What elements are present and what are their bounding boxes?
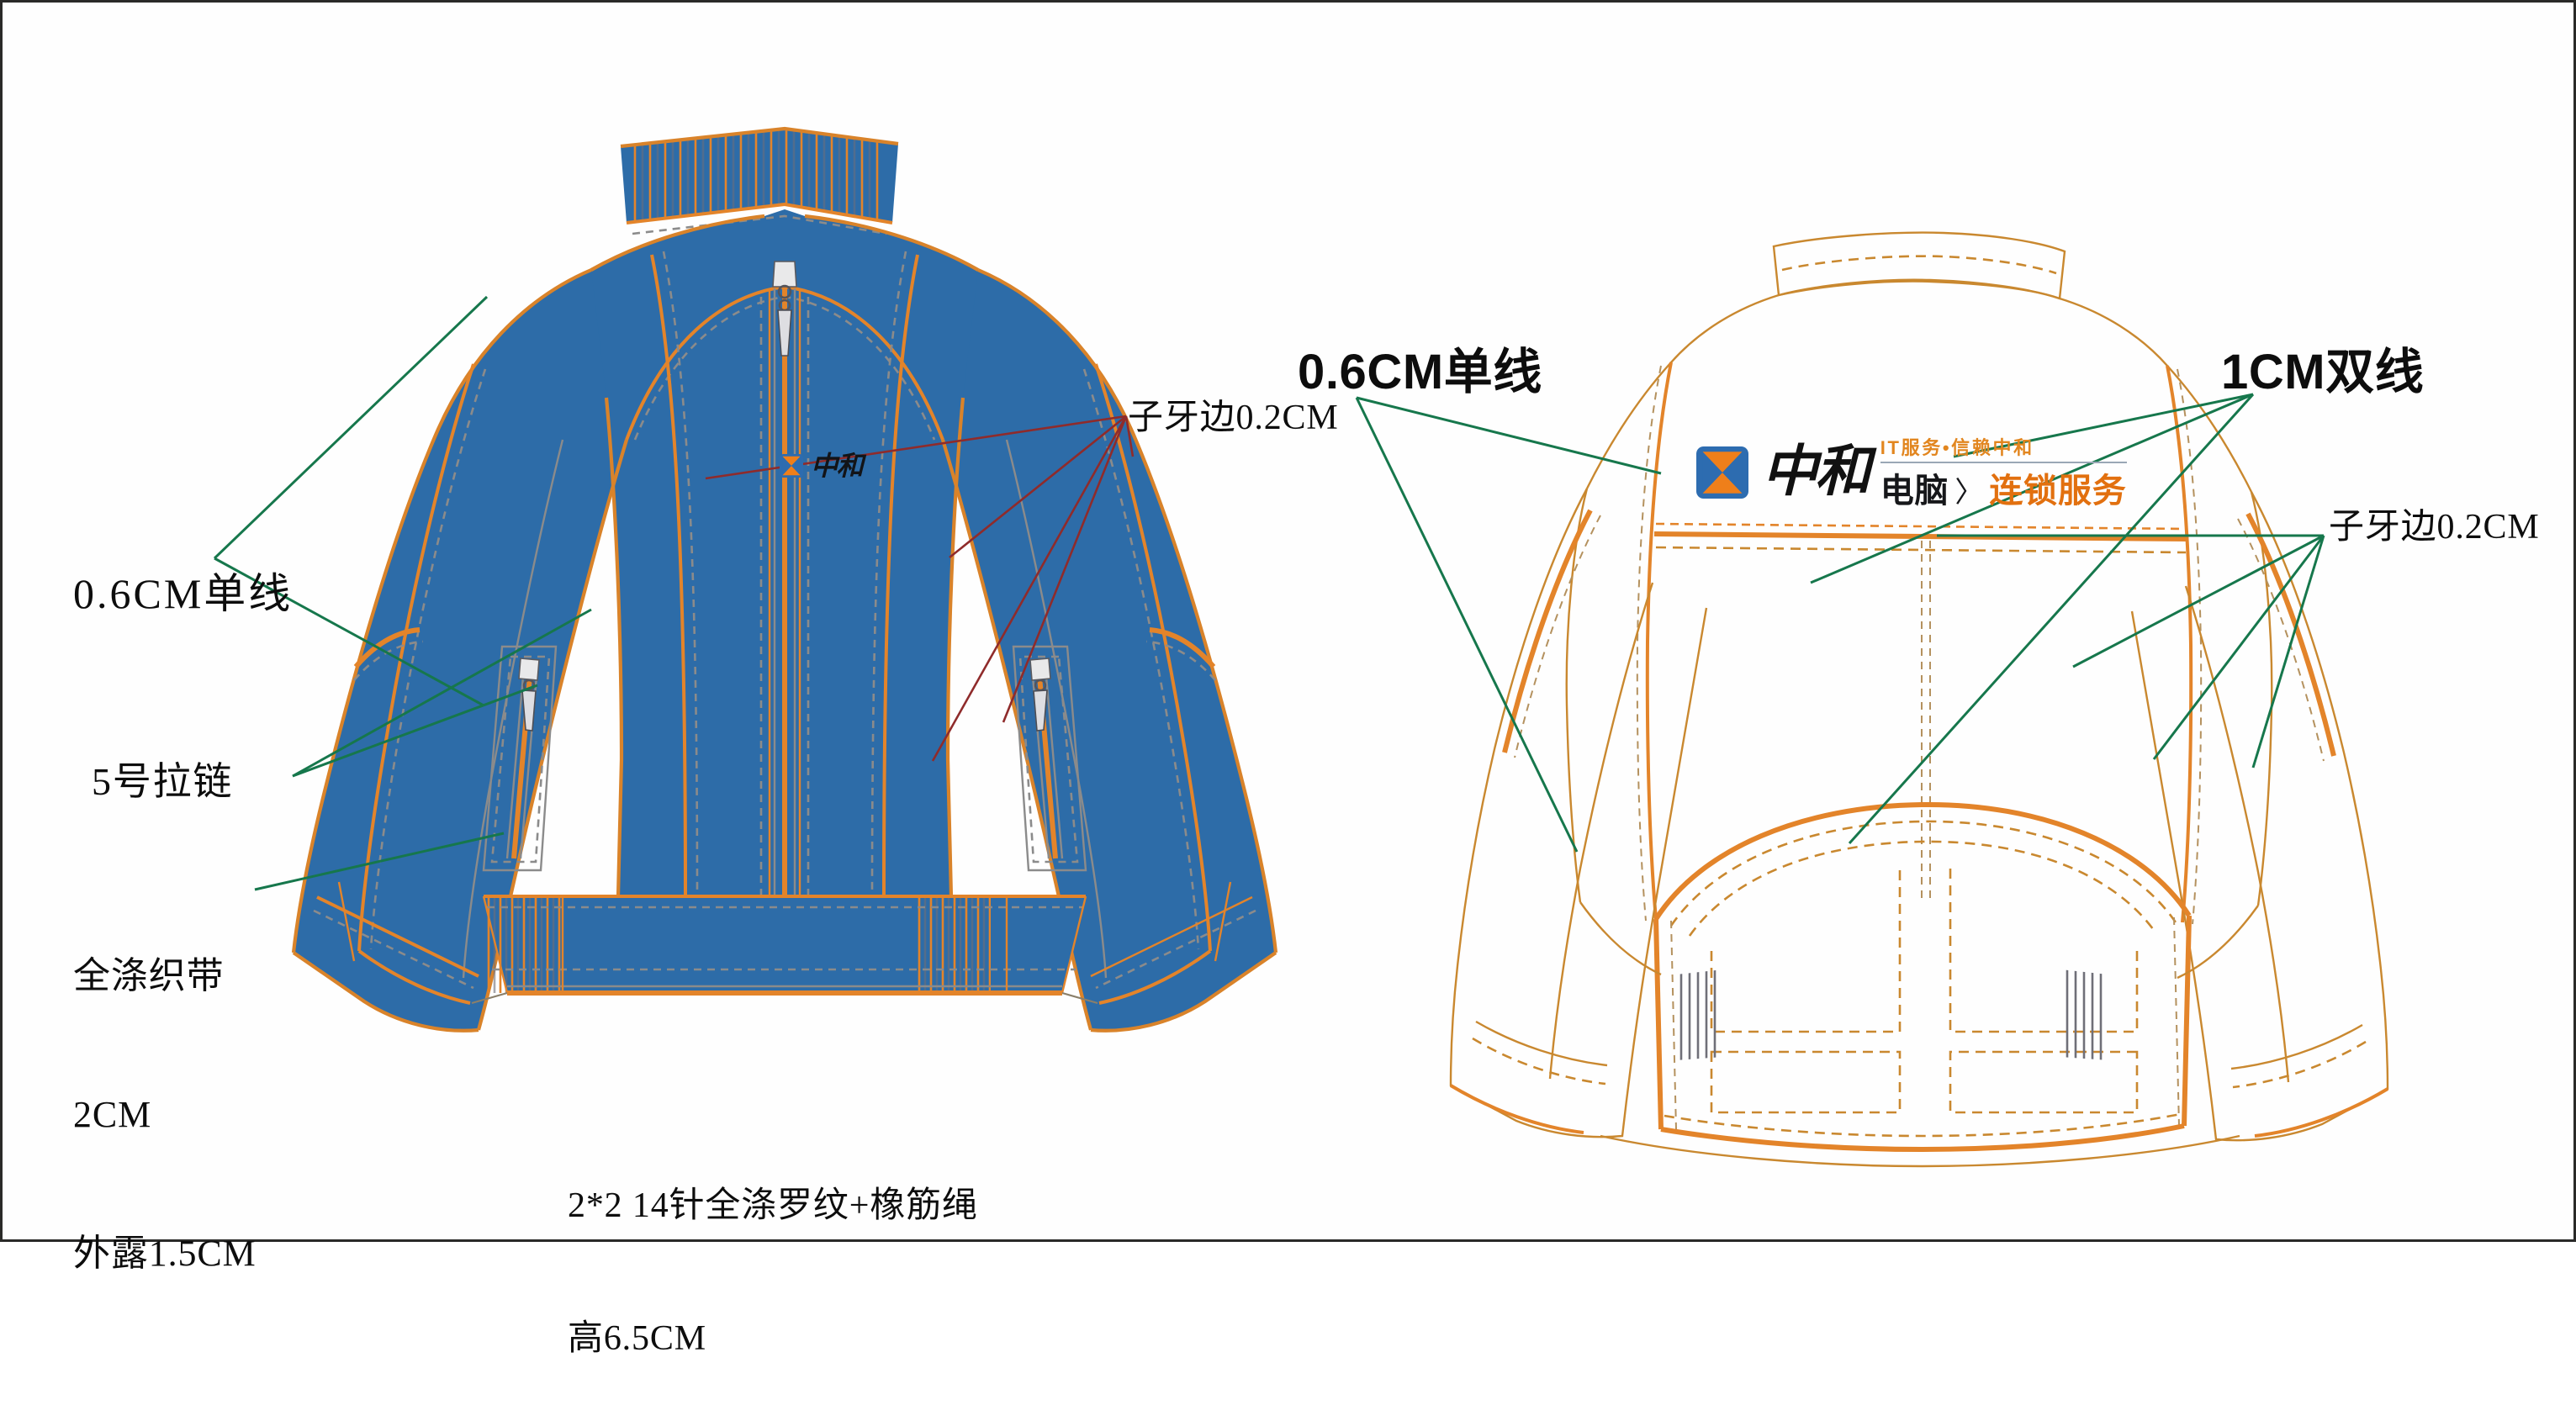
leader-lines-front-red <box>705 415 1135 762</box>
annotation-front-rib-line1: 2*2 14针全涤罗纹+橡筋绳 <box>568 1186 978 1225</box>
annotation-front-rib: 2*2 14针全涤罗纹+橡筋绳 高6.5CM <box>568 1096 978 1405</box>
leader-lines-front-green <box>213 295 592 891</box>
logo-computer-text: 电脑 <box>1880 473 1949 510</box>
front-zipper-slider <box>772 261 797 357</box>
logo-tagline: IT服务•信赖中和 <box>1880 433 2127 463</box>
annotation-front-tape: 全涤织带 2CM 外露1.5CM <box>73 860 257 1323</box>
annotation-front-piping: 子牙边0.2CM <box>1128 399 1339 437</box>
annotation-front-zipper: 5号拉链 <box>92 760 234 803</box>
back-view <box>1449 231 2389 1168</box>
front-pocket-left <box>482 645 558 872</box>
logo-wordmark: 中和 <box>1762 441 1870 503</box>
annotation-back-single-stitch: 0.6CM单线 <box>1298 345 1542 399</box>
logo-wordmark: 中和 <box>811 451 864 481</box>
annotation-front-rib-line2: 高6.5CM <box>568 1318 706 1358</box>
back-rib-right <box>2066 969 2103 1060</box>
hem-rib-right <box>918 896 991 993</box>
chevron-right-icon: 〉 <box>1954 477 1984 509</box>
annotation-front-tape-line3: 外露1.5CM <box>73 1233 257 1274</box>
annotation-back-double-stitch: 1CM双线 <box>2221 345 2425 399</box>
technical-drawing-artwork: .fill-blue{fill:#2d6ca8;} .fill-blue-lt{… <box>213 126 2389 1168</box>
annotation-front-tape-line2: 2CM <box>73 1094 152 1135</box>
back-rib-left <box>1679 969 1716 1060</box>
back-brand-logo: 中和 IT服务•信赖中和 电脑 〉 连锁服务 <box>1696 433 2127 512</box>
annotation-front-single-stitch: 0.6CM单线 <box>73 570 294 617</box>
hem-rib-left <box>487 896 561 993</box>
front-chest-logo: 中和 <box>780 451 864 481</box>
logo-text-block: IT服务•信赖中和 电脑 〉 连锁服务 <box>1880 433 2127 512</box>
zhonghe-x-mark-icon <box>780 454 803 478</box>
leader-lines-back-green <box>1355 393 2325 853</box>
front-pocket-right <box>1012 645 1087 872</box>
drawing-canvas: .fill-blue{fill:#2d6ca8;} .fill-blue-lt{… <box>0 0 2576 1358</box>
zhonghe-x-mark-icon <box>1696 446 1748 499</box>
annotation-back-piping: 子牙边0.2CM <box>2329 508 2540 547</box>
logo-chain-service-text: 连锁服务 <box>1989 473 2127 510</box>
annotation-front-tape-line1: 全涤织带 <box>73 955 225 996</box>
front-view <box>291 126 1278 1033</box>
logo-service-line: 电脑 〉 连锁服务 <box>1880 463 2127 512</box>
